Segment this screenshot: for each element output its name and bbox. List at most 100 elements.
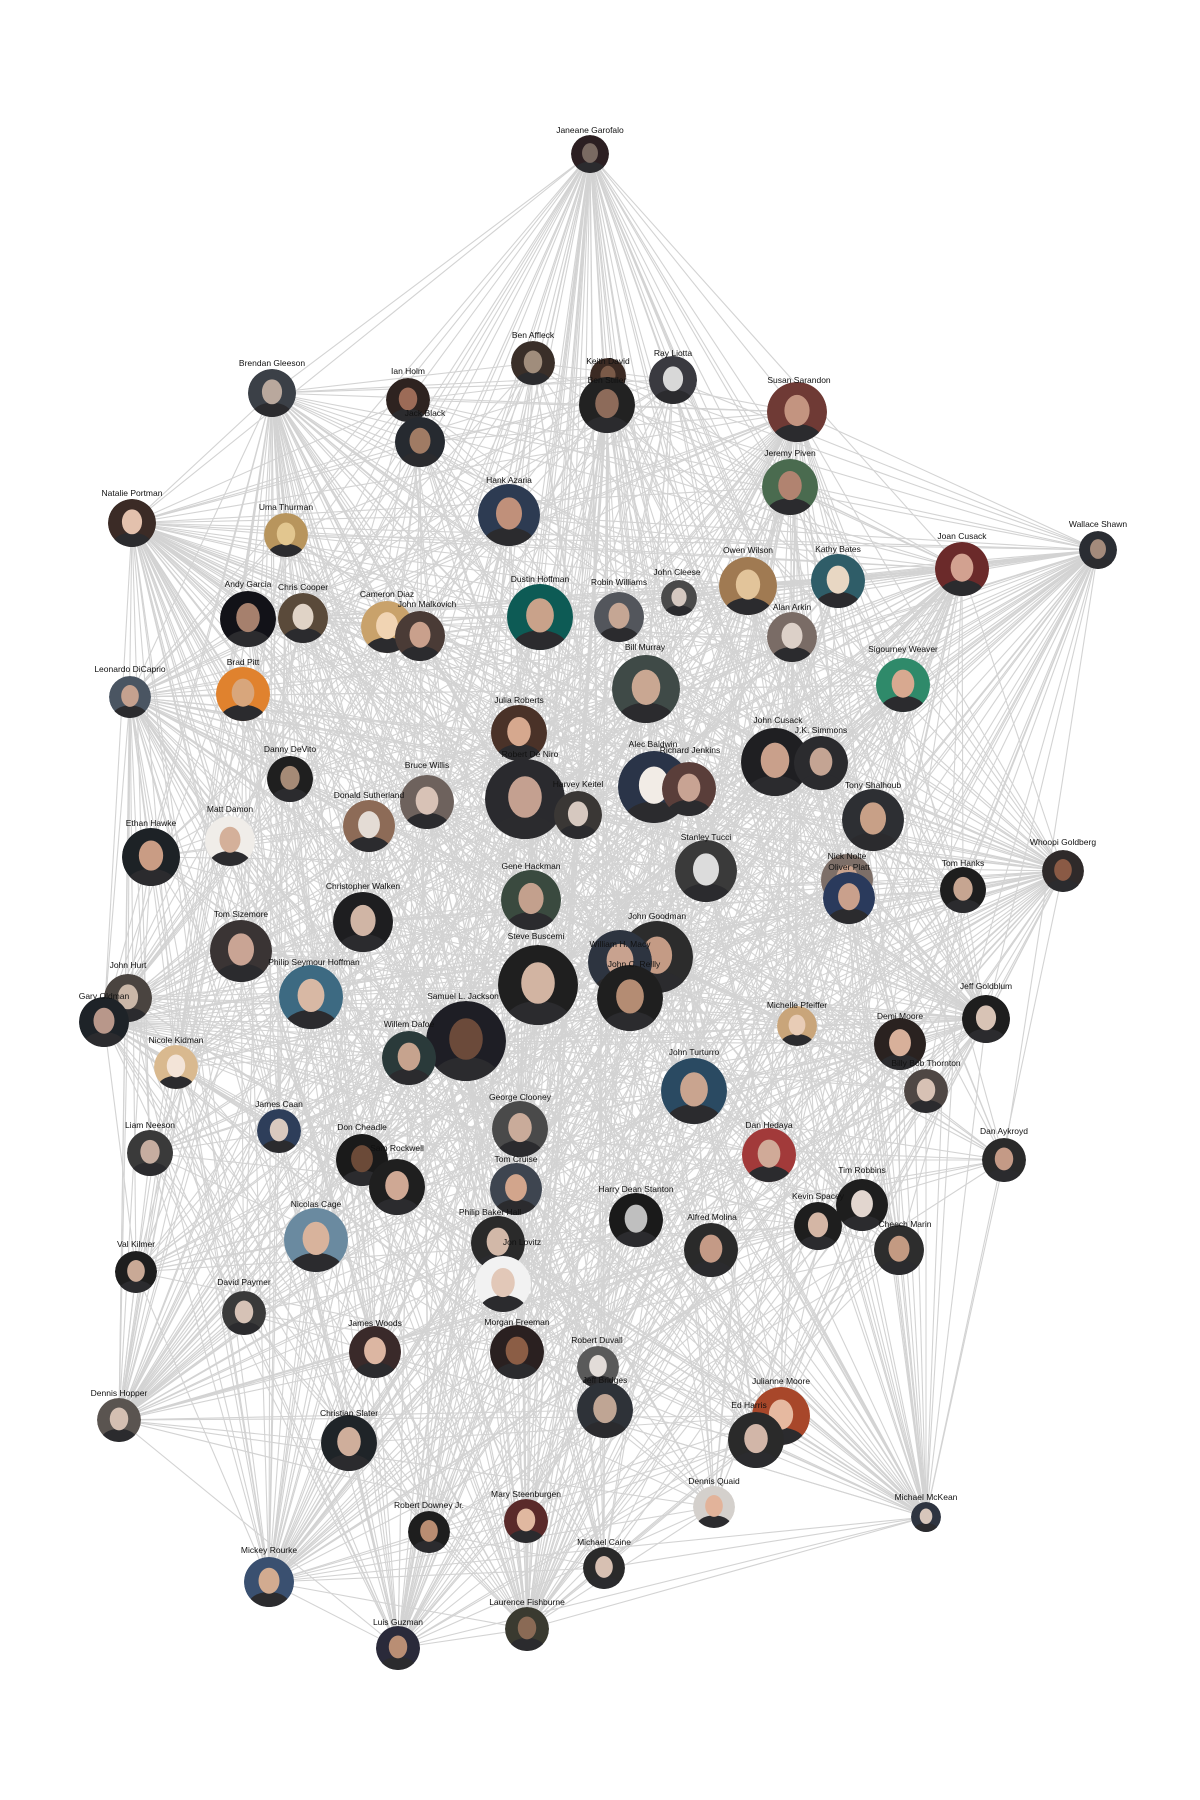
- portrait-face: [624, 1204, 648, 1233]
- edge: [539, 616, 770, 1156]
- edge: [386, 626, 927, 1092]
- edge: [397, 1219, 637, 1649]
- portrait-photo: [693, 1486, 735, 1528]
- node-leonardo-dicaprio: Leonardo DiCaprio: [94, 664, 166, 718]
- node-label: Nick Nolte: [828, 851, 867, 861]
- portrait-photo: [504, 1499, 548, 1543]
- edge: [175, 693, 244, 1068]
- node-label: Wallace Shawn: [1069, 519, 1128, 529]
- edge: [577, 636, 793, 816]
- node-tony-shalhoub: Tony Shalhoub: [842, 780, 904, 851]
- portrait-shoulders: [126, 868, 176, 886]
- edge: [526, 956, 658, 1630]
- portrait-face: [117, 984, 139, 1010]
- portrait-photo: [278, 593, 328, 643]
- portrait-shoulders: [666, 799, 712, 816]
- edge: [791, 568, 963, 638]
- portrait-shoulders: [398, 452, 442, 467]
- node-label: David Paymer: [217, 1277, 271, 1287]
- node-tim-robbins: Tim Robbins: [836, 1165, 888, 1231]
- edge: [271, 362, 534, 394]
- node-label: Nicole Kidman: [149, 1035, 204, 1045]
- edge: [315, 1239, 606, 1411]
- edge: [149, 1152, 245, 1314]
- portrait-shoulders: [514, 371, 552, 385]
- node-jeff-bridges: Jeff Bridges: [577, 1375, 633, 1438]
- edge: [656, 684, 904, 958]
- node-label: Steve Buscemi: [508, 931, 565, 941]
- node-label: Joan Cusack: [937, 531, 987, 541]
- edge: [519, 616, 620, 1130]
- portrait-shoulders: [386, 1068, 432, 1085]
- edge: [118, 1057, 410, 1421]
- node-gary-oldman: Gary Oldman: [79, 991, 130, 1047]
- portrait-photo: [579, 377, 635, 433]
- edge: [796, 1025, 927, 1518]
- edge: [268, 1581, 528, 1630]
- edge: [348, 1242, 499, 1444]
- node-label: John Hurt: [110, 960, 147, 970]
- portrait-face: [121, 685, 139, 707]
- portrait-photo: [369, 1159, 425, 1215]
- portrait-face: [891, 669, 915, 698]
- portrait-face: [302, 1221, 330, 1256]
- node-sam-rockwell: Sam Rockwell: [369, 1143, 425, 1215]
- node-label: Matt Damon: [207, 804, 254, 814]
- node-label: Nicolas Cage: [291, 1199, 342, 1209]
- node-label: Jeff Goldblum: [960, 981, 1012, 991]
- edge: [525, 997, 631, 1522]
- edge: [150, 514, 510, 858]
- edge: [103, 362, 534, 1023]
- portrait-photo: [284, 1208, 348, 1272]
- node-jk-simmons: J.K. Simmons: [794, 725, 848, 790]
- edge: [268, 1130, 280, 1583]
- edge: [678, 597, 715, 1508]
- portrait-shoulders: [247, 1592, 291, 1607]
- edge: [135, 1271, 270, 1583]
- portrait-face: [280, 765, 300, 790]
- portrait-shoulders: [337, 934, 389, 952]
- portrait-photo: [505, 1607, 549, 1651]
- portrait-photo: [554, 791, 602, 839]
- portrait-face: [93, 1007, 115, 1034]
- edge: [525, 1439, 757, 1522]
- edge: [271, 392, 776, 763]
- portrait-face: [889, 1029, 911, 1057]
- portrait-face: [358, 811, 380, 839]
- node-label: Mary Steenburgen: [491, 1489, 561, 1499]
- node-label: Gene Hackman: [501, 861, 560, 871]
- edge: [606, 404, 1099, 551]
- node-label: Natalie Portman: [102, 488, 163, 498]
- edge: [310, 153, 591, 998]
- edge: [229, 568, 963, 842]
- portrait-photo: [1079, 531, 1117, 569]
- node-label: Demi Moore: [877, 1011, 924, 1021]
- portrait-photo: [661, 580, 697, 616]
- edge: [589, 153, 798, 413]
- node-label: Dustin Hoffman: [511, 574, 570, 584]
- node-label: Cameron Diaz: [360, 589, 414, 599]
- portrait-face: [705, 1495, 723, 1517]
- node-label: Julia Roberts: [494, 695, 544, 705]
- edge: [768, 1018, 987, 1156]
- portrait-photo: [498, 945, 578, 1025]
- edge: [537, 984, 605, 1569]
- portrait-photo: [762, 459, 818, 515]
- edge: [149, 732, 520, 1154]
- edge: [103, 1021, 350, 1444]
- portrait-shoulders: [432, 1057, 500, 1081]
- node-ben-affleck: Ben Affleck: [511, 330, 555, 385]
- edge: [374, 1225, 819, 1353]
- node-label: Jeremy Piven: [764, 448, 816, 458]
- portrait-face: [919, 1508, 933, 1525]
- edge: [589, 153, 822, 764]
- portrait-face: [593, 1394, 617, 1424]
- edge: [271, 392, 430, 1533]
- portrait-face: [788, 1014, 806, 1036]
- portrait-photo: [794, 736, 848, 790]
- node-john-malkovich: John Malkovich: [395, 599, 457, 661]
- node-label: James Woods: [348, 1318, 402, 1328]
- portrait-shoulders: [224, 630, 272, 647]
- portrait-shoulders: [411, 1540, 447, 1553]
